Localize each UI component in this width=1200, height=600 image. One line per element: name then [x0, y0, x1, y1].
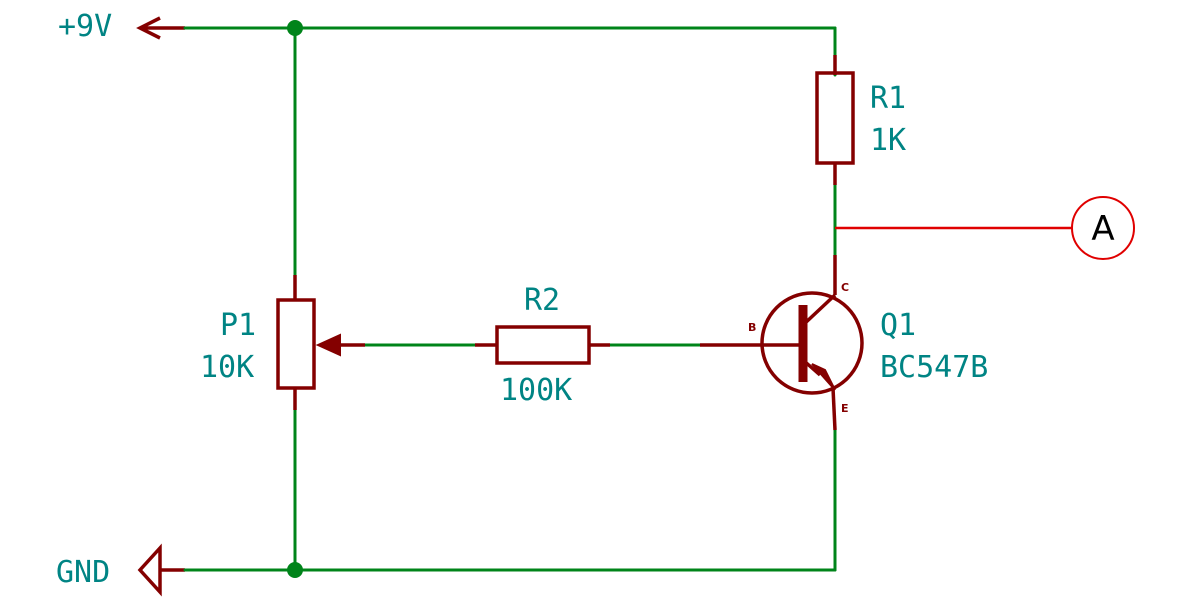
q1-pin-c-label: C [841, 281, 849, 294]
p1-ref-label: P1 [220, 308, 256, 343]
junction-dot-top [287, 20, 303, 36]
r2-ref-label: R2 [524, 283, 560, 318]
vcc-power-symbol: +9V [58, 9, 185, 44]
probe-label: A [1091, 209, 1114, 249]
gnd-label: GND [56, 555, 110, 590]
resistor-r2: R2 100K [475, 283, 610, 408]
r2-value-label: 100K [500, 373, 572, 408]
potentiometer-p1: P1 10K [200, 275, 365, 410]
q1-ref-label: Q1 [880, 308, 916, 343]
probe-a: A [835, 196, 1135, 260]
junction-dot-bottom [287, 562, 303, 578]
q1-pin-b-label: B [748, 321, 756, 334]
p1-value-label: 10K [200, 350, 254, 385]
gnd-power-symbol: GND [56, 543, 185, 597]
transistor-q1: B C E Q1 BC547B [700, 255, 988, 431]
probe-circle [1071, 196, 1135, 260]
q1-value-label: BC547B [880, 350, 988, 385]
q1-pin-e-label: E [841, 402, 849, 415]
resistor-r1: R1 1K [815, 55, 906, 185]
r1-value-label: 1K [870, 123, 906, 158]
r1-ref-label: R1 [870, 81, 906, 116]
vcc-label: +9V [58, 9, 112, 44]
